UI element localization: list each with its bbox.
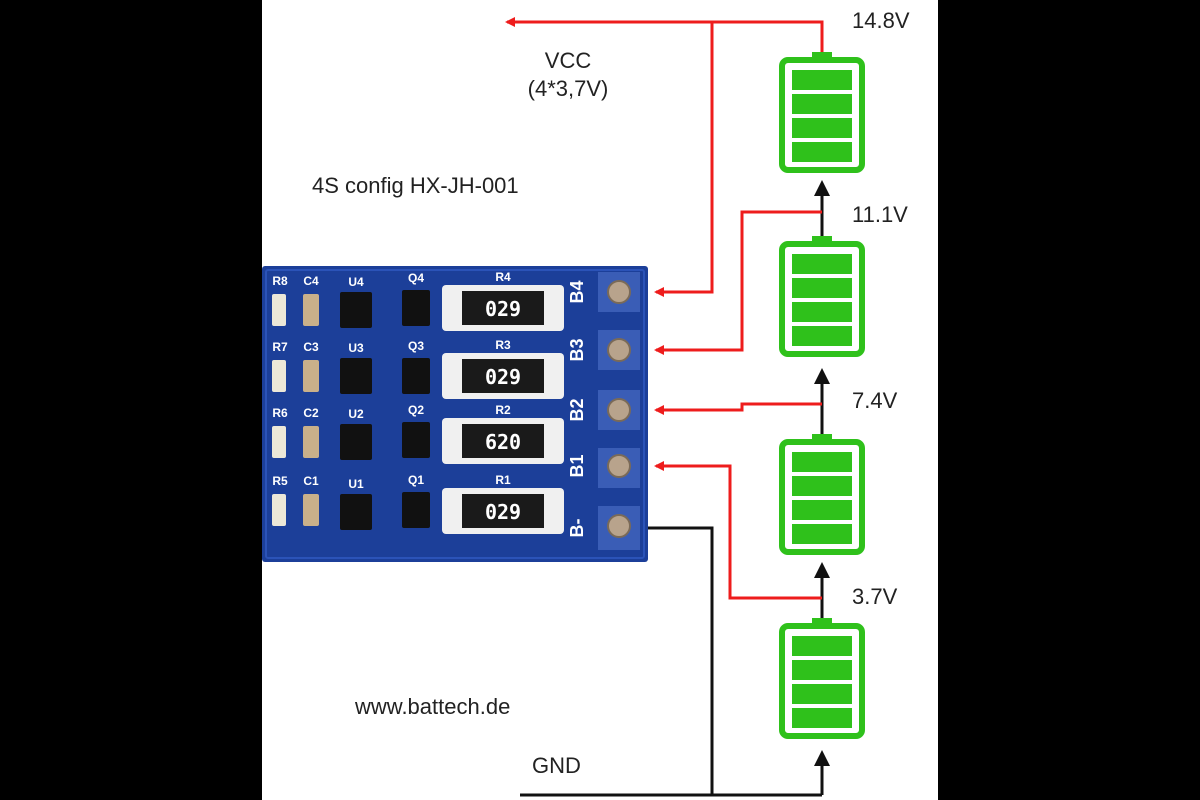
svg-text:B1: B1 [567, 454, 587, 477]
capacitor-c1: C1 [303, 474, 319, 526]
ic-u4: U4 [340, 275, 372, 328]
series-links [814, 180, 830, 795]
resistor-r4: 029 R4 [442, 270, 564, 331]
voltage-label-11v1: 11.1V [852, 202, 908, 227]
svg-text:U4: U4 [348, 275, 364, 289]
smd-resistor-r5: R5 [272, 474, 288, 526]
svg-text:B4: B4 [567, 280, 587, 303]
resistor-code: 029 [485, 297, 521, 321]
ic-u3: U3 [340, 341, 372, 394]
svg-text:U1: U1 [348, 477, 364, 491]
svg-text:B-: B- [567, 519, 587, 538]
config-label: 4S config HX-JH-001 [312, 173, 519, 198]
svg-text:Q2: Q2 [408, 403, 424, 417]
svg-text:B2: B2 [567, 398, 587, 421]
battery-cell-3 [779, 236, 865, 357]
svg-text:U3: U3 [348, 341, 364, 355]
voltage-label-3v7: 3.7V [852, 584, 898, 609]
voltage-label-7v4: 7.4V [852, 388, 898, 413]
ground-wire [520, 526, 822, 797]
resistor-code: 620 [485, 430, 521, 454]
svg-text:R7: R7 [272, 340, 288, 354]
resistor-code: 029 [485, 365, 521, 389]
pad-b-minus: B- [567, 506, 640, 550]
vcc-label: VCC [545, 48, 592, 73]
ic-u1: U1 [340, 477, 372, 530]
capacitor-c3: C3 [303, 340, 319, 392]
resistor-name: R3 [495, 338, 511, 352]
svg-text:R8: R8 [272, 274, 288, 288]
svg-text:Q4: Q4 [408, 271, 424, 285]
voltage-label-14v8: 14.8V [852, 8, 910, 33]
capacitor-c2: C2 [303, 406, 319, 458]
svg-text:Q3: Q3 [408, 339, 424, 353]
transistor-q1: Q1 [402, 473, 430, 528]
smd-resistor-r7: R7 [272, 340, 288, 392]
resistor-name: R2 [495, 403, 511, 417]
svg-text:R5: R5 [272, 474, 288, 488]
resistor-r1: 029 R1 [442, 473, 564, 534]
svg-text:C2: C2 [303, 406, 319, 420]
website-label: www.battech.de [354, 694, 510, 719]
gnd-label: GND [532, 753, 581, 778]
resistor-code: 029 [485, 500, 521, 524]
svg-text:B3: B3 [567, 338, 587, 361]
ic-u2: U2 [340, 407, 372, 460]
resistor-r2: 620 R2 [442, 403, 564, 464]
resistor-r3: 029 R3 [442, 338, 564, 399]
transistor-q2: Q2 [402, 403, 430, 458]
svg-text:U2: U2 [348, 407, 364, 421]
smd-resistor-r6: R6 [272, 406, 288, 458]
svg-text:Q1: Q1 [408, 473, 424, 487]
resistor-name: R1 [495, 473, 511, 487]
capacitor-c4: C4 [303, 274, 319, 326]
pad-b2: B2 [567, 390, 640, 430]
pad-b1: B1 [567, 448, 640, 488]
svg-text:C1: C1 [303, 474, 319, 488]
resistor-name: R4 [495, 270, 511, 284]
vcc-sublabel: (4*3,7V) [528, 76, 609, 101]
pad-b4: B4 [567, 272, 640, 312]
transistor-q3: Q3 [402, 339, 430, 394]
positive-wires [505, 17, 824, 600]
battery-cell-2 [779, 434, 865, 555]
battery-cell-1 [779, 618, 865, 739]
pad-b3: B3 [567, 330, 640, 370]
battery-cell-4 [779, 52, 865, 173]
svg-text:R6: R6 [272, 406, 288, 420]
svg-text:C4: C4 [303, 274, 319, 288]
transistor-q4: Q4 [402, 271, 430, 326]
svg-text:C3: C3 [303, 340, 319, 354]
smd-resistor-r8: R8 [272, 274, 288, 326]
